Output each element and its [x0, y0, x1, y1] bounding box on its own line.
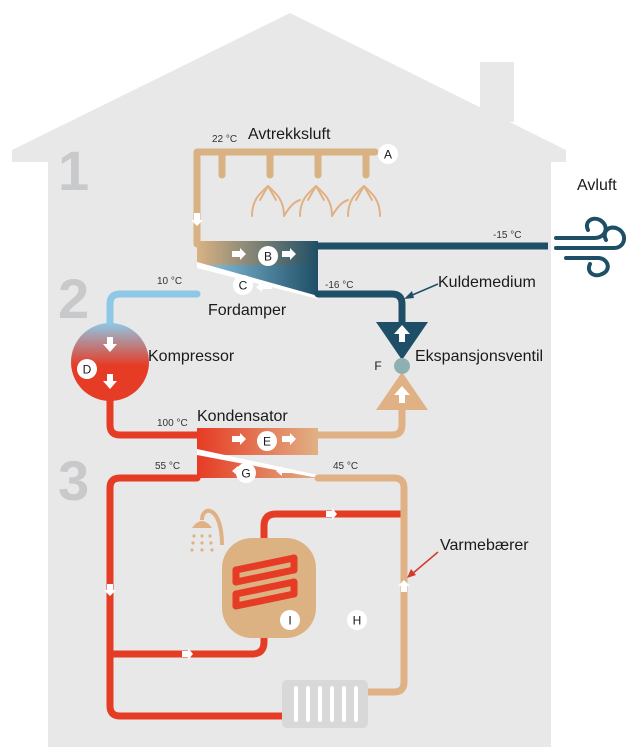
marker-h: H	[347, 610, 367, 630]
step-number-3: 3	[58, 449, 89, 512]
house-silhouette	[12, 13, 566, 747]
compressor-icon	[71, 323, 149, 401]
label-refrigerant: Kuldemedium	[438, 274, 536, 291]
marker-d: D	[77, 359, 97, 379]
marker-e-label: E	[263, 435, 271, 449]
marker-h-label: H	[353, 614, 362, 628]
label-exhaust-air: Avtrekksluft	[248, 126, 331, 143]
label-condenser: Kondensator	[197, 408, 288, 425]
marker-f-label: F	[374, 359, 381, 373]
temp-evap-out: 10 °C	[157, 276, 182, 287]
room-air-arrows	[251, 185, 381, 217]
temp-hot-out: 55 °C	[155, 461, 180, 472]
temp-cond-in: 100 °C	[157, 418, 188, 429]
step-number-1: 1	[58, 139, 89, 202]
marker-a-label: A	[384, 148, 392, 162]
callout-heat-carrier	[407, 551, 439, 578]
marker-a: A	[378, 144, 398, 164]
step-number-2: 2	[58, 267, 89, 330]
marker-i-label: I	[288, 614, 291, 628]
refrigerant-loop	[106, 290, 406, 439]
temp-outgoing: -15 °C	[493, 230, 521, 241]
label-heat-carrier: Varmebærer	[440, 537, 529, 554]
wind-icon	[554, 216, 626, 278]
marker-i: I	[280, 610, 300, 630]
temp-return: 45 °C	[333, 461, 358, 472]
flow-arrows	[103, 213, 410, 660]
divider-bc	[197, 262, 318, 299]
marker-b-label: B	[264, 250, 272, 264]
temp-exhaust-in: 22 °C	[212, 134, 237, 145]
shower-icon	[190, 508, 224, 552]
marker-g: G	[236, 463, 256, 483]
marker-e: E	[257, 431, 277, 451]
label-evaporator: Fordamper	[208, 302, 287, 319]
label-outgoing-air: Avluft	[577, 177, 617, 194]
radiator-icon	[282, 680, 368, 728]
marker-b: B	[258, 246, 278, 266]
water-tank-icon	[222, 538, 316, 638]
heating-circuit	[106, 474, 408, 720]
marker-d-label: D	[83, 363, 92, 377]
marker-c: C	[233, 275, 253, 295]
label-expansion-valve: Ekspansjonsventil	[415, 348, 543, 365]
temp-evap-in: -16 °C	[325, 280, 353, 291]
marker-c-label: C	[239, 279, 248, 293]
callout-refrigerant	[404, 283, 439, 299]
label-compressor: Kompressor	[148, 348, 235, 365]
heat-exchanger-b	[197, 241, 318, 268]
marker-f: F	[374, 359, 381, 373]
marker-g-label: G	[241, 467, 250, 481]
